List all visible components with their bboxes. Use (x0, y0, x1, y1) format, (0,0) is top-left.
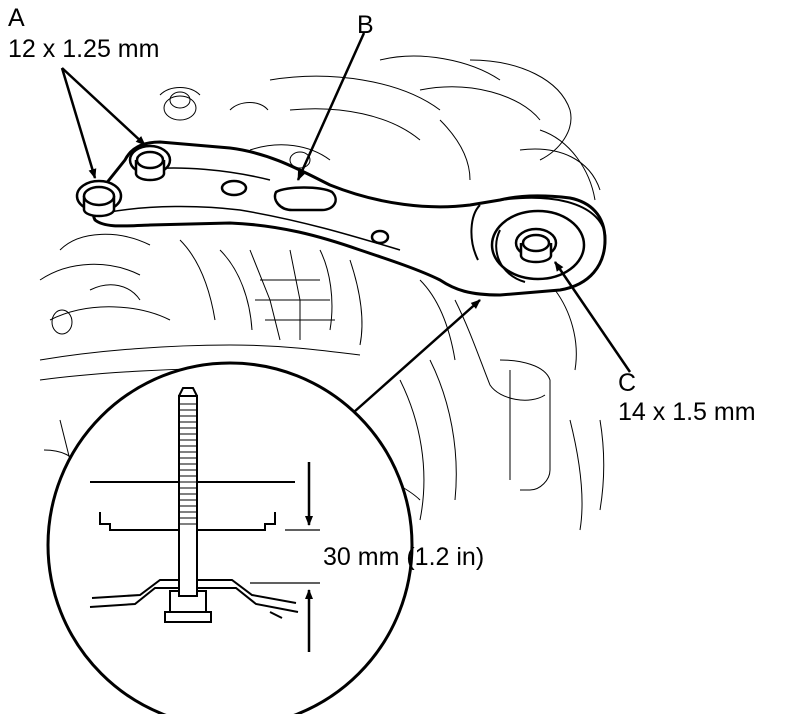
callout-c-spec: 14 x 1.5 mm (618, 398, 756, 426)
dimension-lines (250, 529, 320, 584)
dimension-label: 30 mm (1.2 in) (323, 543, 485, 571)
bolt-a-front (75, 179, 123, 218)
callout-b-letter: B (357, 11, 374, 39)
bolt-c (514, 227, 558, 264)
callout-a-letter: A (8, 4, 25, 32)
leader-lines (60, 32, 632, 421)
bolt-thread-marks (179, 403, 197, 525)
callout-c-letter: C (618, 369, 637, 397)
bolt-a-rear (128, 144, 172, 182)
detail-inset (46, 361, 414, 714)
callout-a-spec: 12 x 1.25 mm (8, 35, 160, 63)
